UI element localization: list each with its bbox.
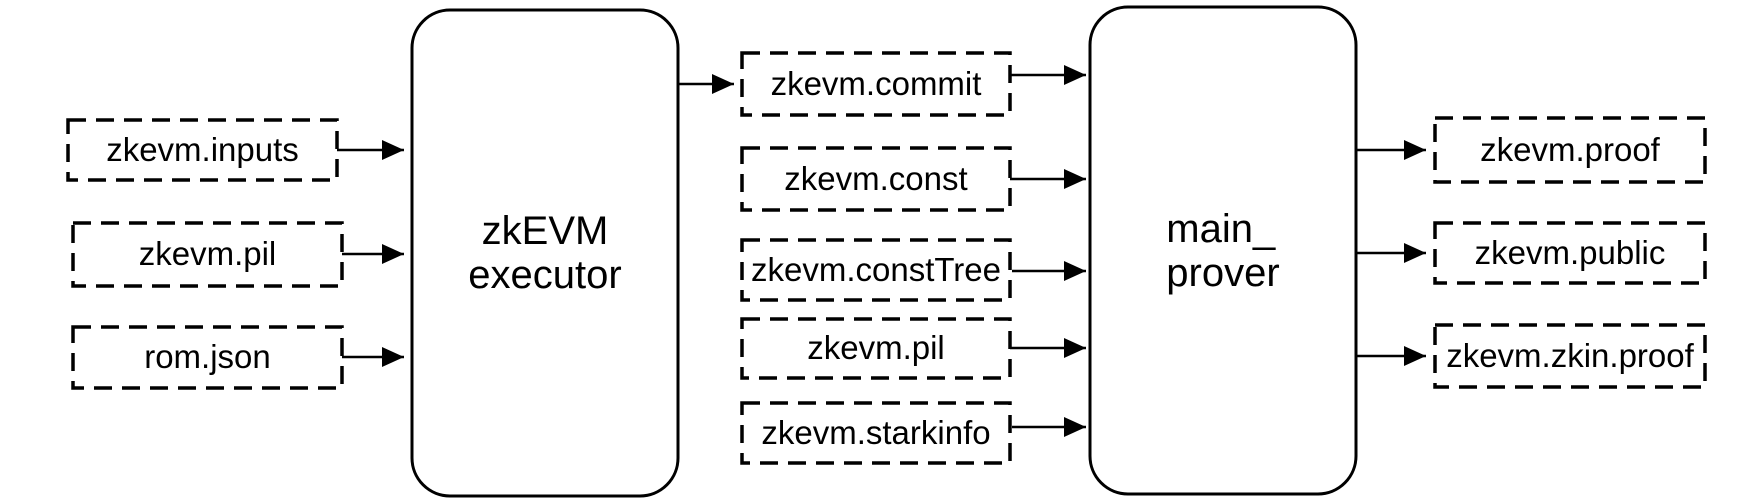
node-zkevm-public: zkevm.public [1474,233,1666,271]
main-prover-box-outline [1088,5,1358,496]
zkevm-pil-mid-box-outline [740,317,1012,380]
zkevm-proof-box-outline [1433,116,1707,184]
zkevm-zkin-proof-box-outline [1433,323,1707,389]
zkevm-executor-label-line2: executor [468,253,622,297]
node-zkevm-pil-input: zkevm.pil [138,235,277,273]
zkevm-executor-label-line1: zkEVM [481,209,609,253]
zkevm-public-box-outline [1433,221,1707,285]
node-main-prover: main_ prover [1090,7,1356,494]
zkevm-const-box-outline [740,146,1012,212]
node-zkevm-commit: zkevm.commit [770,64,982,102]
zkevm-inputs-box-outline [66,118,339,182]
node-zkevm-zkin-proof: zkevm.zkin.proof [1446,336,1694,374]
zkevm-starkinfo-box-outline [740,401,1012,465]
zkevm-executor-box-outline [410,8,680,498]
node-rom-json: rom.json [144,338,271,376]
node-zkevm-consttree: zkevm.constTree [750,250,1001,288]
node-zkevm-pil-mid: zkevm.pil [807,329,945,367]
node-zkevm-inputs: zkevm.inputs [106,130,299,168]
node-zkevm-executor: zkEVM executor [412,10,678,496]
node-zkevm-proof: zkevm.proof [1480,130,1660,168]
rom-json-box-outline [71,325,344,390]
main-prover-label-line1: main_ [1166,206,1276,251]
node-zkevm-const: zkevm.const [784,159,968,197]
zkevm-pil-input-box-outline [71,221,344,288]
node-zkevm-starkinfo: zkevm.starkinfo [761,413,991,451]
main-prover-label-line2: prover [1166,250,1280,295]
zkevm-consttree-box-outline [740,238,1012,302]
zkevm-commit-box-outline [740,51,1012,117]
